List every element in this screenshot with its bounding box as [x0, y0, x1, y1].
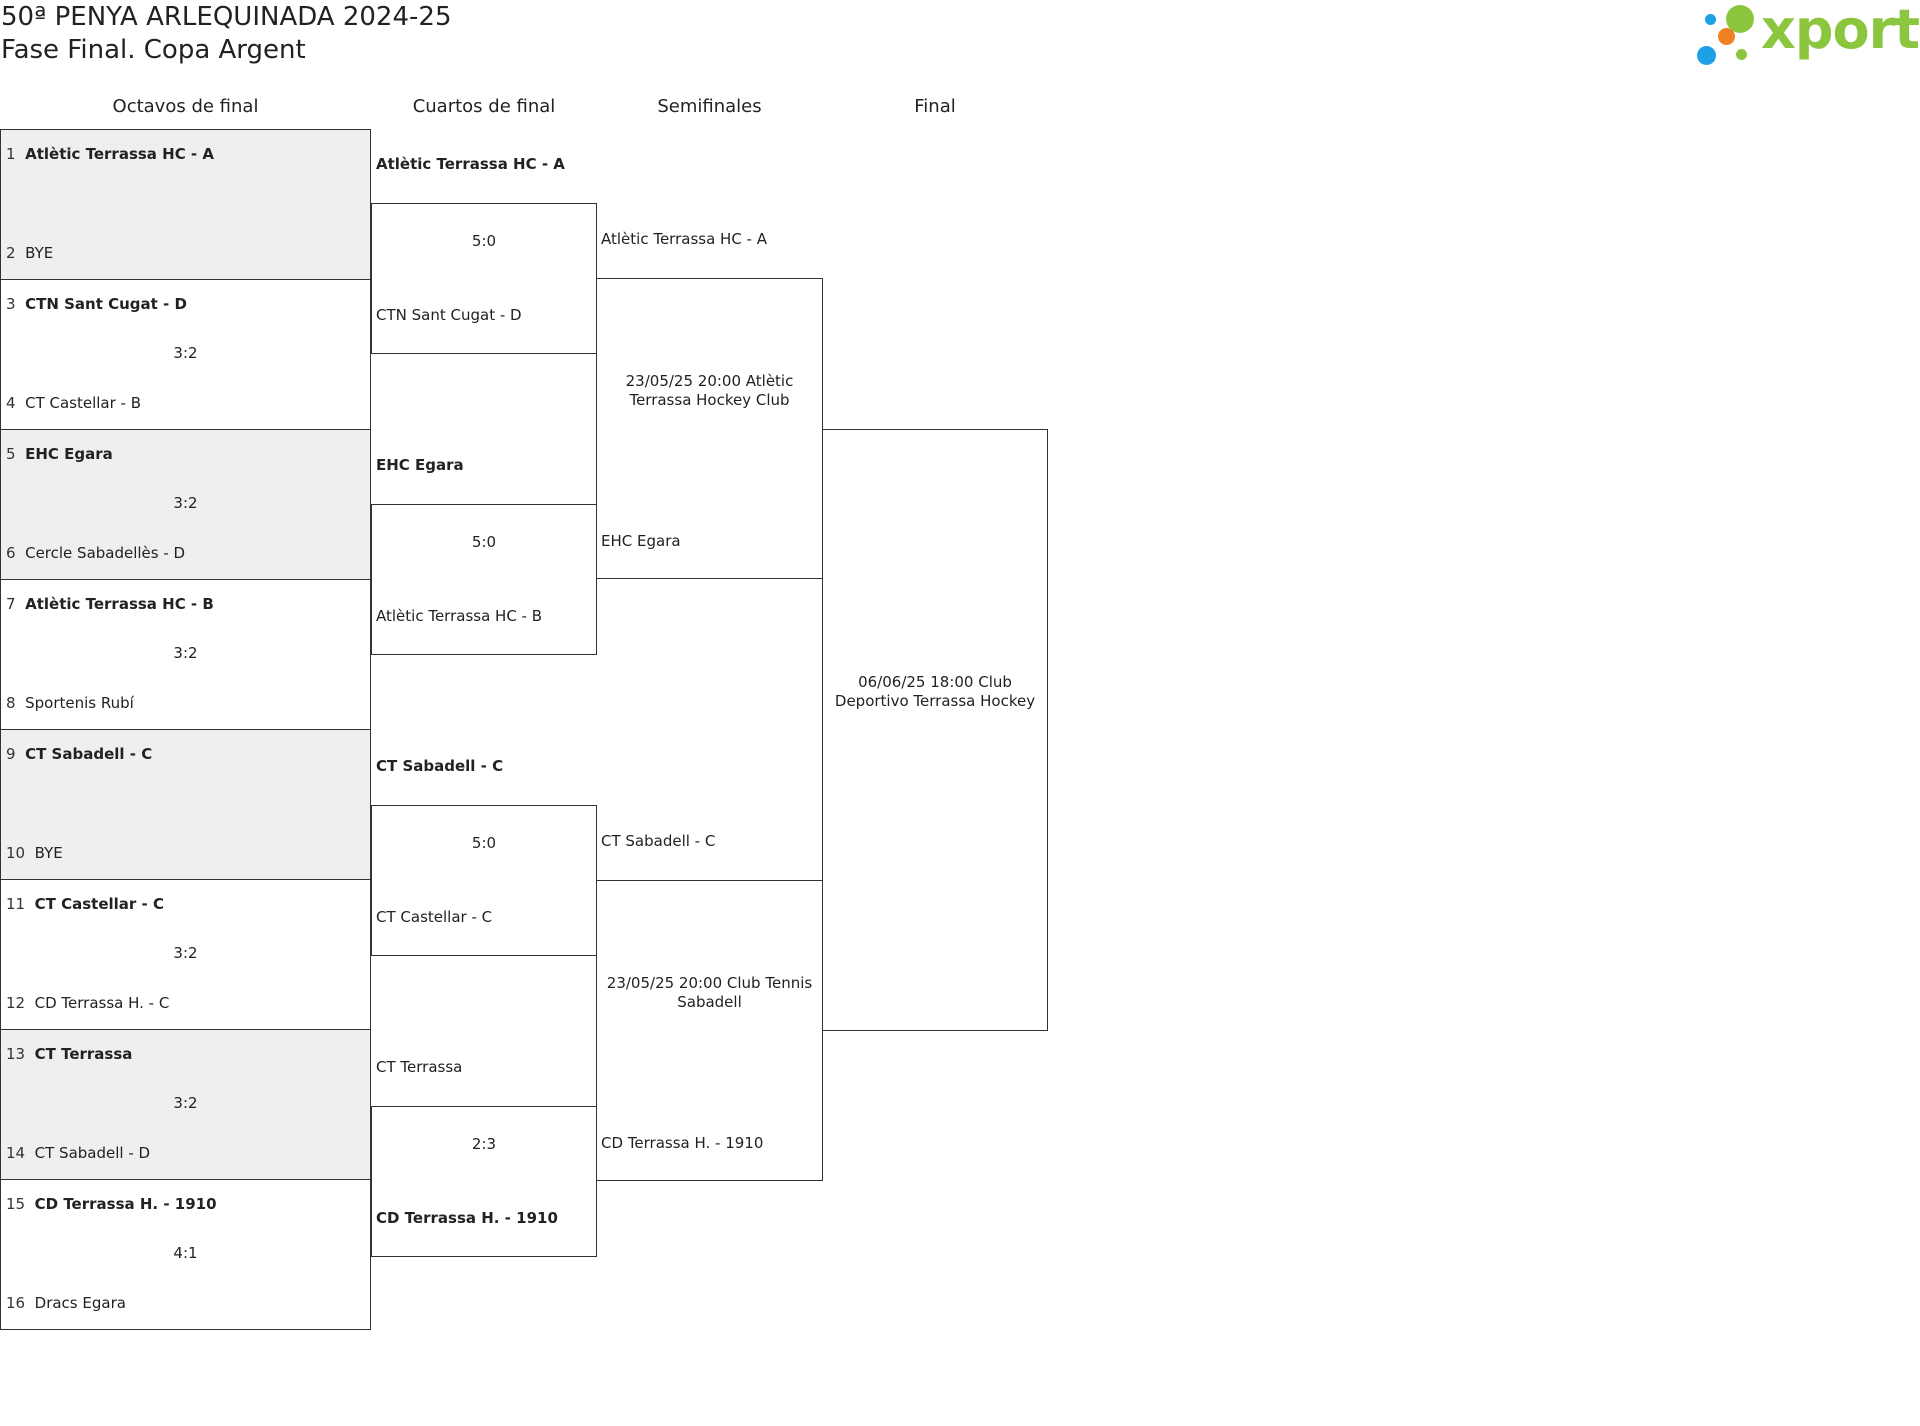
match-score: 3:2 — [173, 944, 198, 962]
qf-match-1: 5:0 CTN Sant Cugat - D — [371, 203, 597, 354]
logo-dot-blue-large — [1697, 46, 1716, 65]
qf-match-2: 5:0 Atlètic Terrassa HC - B — [371, 504, 597, 655]
round-header-octavos: Octavos de final — [112, 96, 259, 117]
team-name: Cercle Sabadellès - D — [25, 544, 186, 562]
seed: 1 — [6, 145, 16, 163]
match-score: 2:3 — [471, 1135, 497, 1153]
qf2-team1: EHC Egara — [376, 456, 464, 474]
team-name: BYE — [25, 244, 54, 262]
r16-match-2: 3 CTN Sant Cugat - D 3:2 4 CT Castellar … — [0, 279, 371, 430]
round-header-cuartos: Cuartos de final — [412, 96, 556, 117]
team-name: CT Sabadell - D — [34, 1144, 151, 1162]
r16-match-1: 1 Atlètic Terrassa HC - A 2 BYE — [0, 129, 371, 280]
round-header-semifinales: Semifinales — [657, 96, 762, 117]
round-header-final: Final — [914, 96, 956, 117]
seed: 4 — [6, 394, 16, 412]
seed: 16 — [6, 1294, 26, 1312]
seed: 14 — [6, 1144, 26, 1162]
seed: 15 — [6, 1195, 26, 1213]
seed: 9 — [6, 745, 16, 763]
qf1-team1: Atlètic Terrassa HC - A — [376, 155, 565, 173]
match-score: 3:2 — [173, 644, 198, 662]
logo-text: xporty — [1761, 0, 1920, 61]
team-name: CT Terrassa — [34, 1045, 133, 1063]
team-name: CT Castellar - B — [25, 394, 142, 412]
sf1-team1: Atlètic Terrassa HC - A — [601, 230, 767, 248]
r16-match-4: 7 Atlètic Terrassa HC - B 3:2 8 Sporteni… — [0, 579, 371, 730]
qf2-team2: Atlètic Terrassa HC - B — [376, 607, 543, 625]
seed: 7 — [6, 595, 16, 613]
qf3-team1: CT Sabadell - C — [376, 757, 504, 775]
seed: 5 — [6, 445, 16, 463]
sf1-team2: EHC Egara — [601, 532, 681, 550]
match-score: 4:1 — [173, 1244, 198, 1262]
qf3-team2: CT Castellar - C — [376, 908, 493, 926]
seed: 11 — [6, 895, 26, 913]
seed: 13 — [6, 1045, 26, 1063]
qf4-team2: CD Terrassa H. - 1910 — [376, 1209, 558, 1227]
qf1-team2: CTN Sant Cugat - D — [376, 306, 522, 324]
qf-match-3: 5:0 CT Castellar - C — [371, 805, 597, 956]
match-score: 3:2 — [173, 494, 198, 512]
match-score: 5:0 — [471, 834, 497, 852]
tournament-title: 50ª PENYA ARLEQUINADA 2024-25 — [1, 2, 452, 32]
match-score: 5:0 — [471, 232, 497, 250]
match-score: 3:2 — [173, 344, 198, 362]
seed: 3 — [6, 295, 16, 313]
match-info: 23/05/25 20:00 Club Tennis Sabadell — [606, 974, 813, 1011]
seed: 6 — [6, 544, 16, 562]
team-name: CT Sabadell - C — [25, 745, 153, 763]
team-name: Atlètic Terrassa HC - B — [25, 595, 214, 613]
sf-match-2: 23/05/25 20:00 Club Tennis Sabadell CD T… — [596, 880, 823, 1181]
logo-dot-orange — [1718, 28, 1735, 45]
qf-match-4: 2:3 CD Terrassa H. - 1910 — [371, 1106, 597, 1257]
match-info: 06/06/25 18:00 Club Deportivo Terrassa H… — [834, 673, 1036, 710]
match-score: 5:0 — [471, 533, 497, 551]
seed: 10 — [6, 844, 26, 862]
qf4-team1: CT Terrassa — [376, 1058, 463, 1076]
team-name: Sportenis Rubí — [25, 694, 134, 712]
match-score: 3:2 — [173, 1094, 198, 1112]
seed: 8 — [6, 694, 16, 712]
team-name: Dracs Egara — [34, 1294, 126, 1312]
team-name: CT Castellar - C — [34, 895, 164, 913]
team-name: CD Terrassa H. - C — [34, 994, 170, 1012]
xporty-logo: xporty — [1695, 0, 1920, 68]
r16-match-3: 5 EHC Egara 3:2 6 Cercle Sabadellès - D — [0, 429, 371, 580]
team-name: Atlètic Terrassa HC - A — [25, 145, 214, 163]
sf2-team2: CD Terrassa H. - 1910 — [601, 1134, 764, 1152]
final-match: 06/06/25 18:00 Club Deportivo Terrassa H… — [822, 429, 1048, 1031]
sf-match-1: 23/05/25 20:00 Atlètic Terrassa Hockey C… — [596, 278, 823, 579]
seed: 12 — [6, 994, 26, 1012]
team-name: CTN Sant Cugat - D — [25, 295, 187, 313]
team-name: CD Terrassa H. - 1910 — [34, 1195, 217, 1213]
team-name: EHC Egara — [25, 445, 113, 463]
tournament-subtitle: Fase Final. Copa Argent — [1, 35, 306, 65]
team-name: BYE — [34, 844, 63, 862]
seed: 2 — [6, 244, 16, 262]
r16-match-5: 9 CT Sabadell - C 10 BYE — [0, 729, 371, 880]
r16-match-7: 13 CT Terrassa 3:2 14 CT Sabadell - D — [0, 1029, 371, 1180]
match-info: 23/05/25 20:00 Atlètic Terrassa Hockey C… — [625, 372, 794, 409]
sf2-team1: CT Sabadell - C — [601, 832, 716, 850]
r16-match-8: 15 CD Terrassa H. - 1910 4:1 16 Dracs Eg… — [0, 1179, 371, 1330]
logo-dot-green-small — [1736, 49, 1747, 60]
logo-dot-blue-small — [1705, 14, 1716, 25]
r16-match-6: 11 CT Castellar - C 3:2 12 CD Terrassa H… — [0, 879, 371, 1030]
